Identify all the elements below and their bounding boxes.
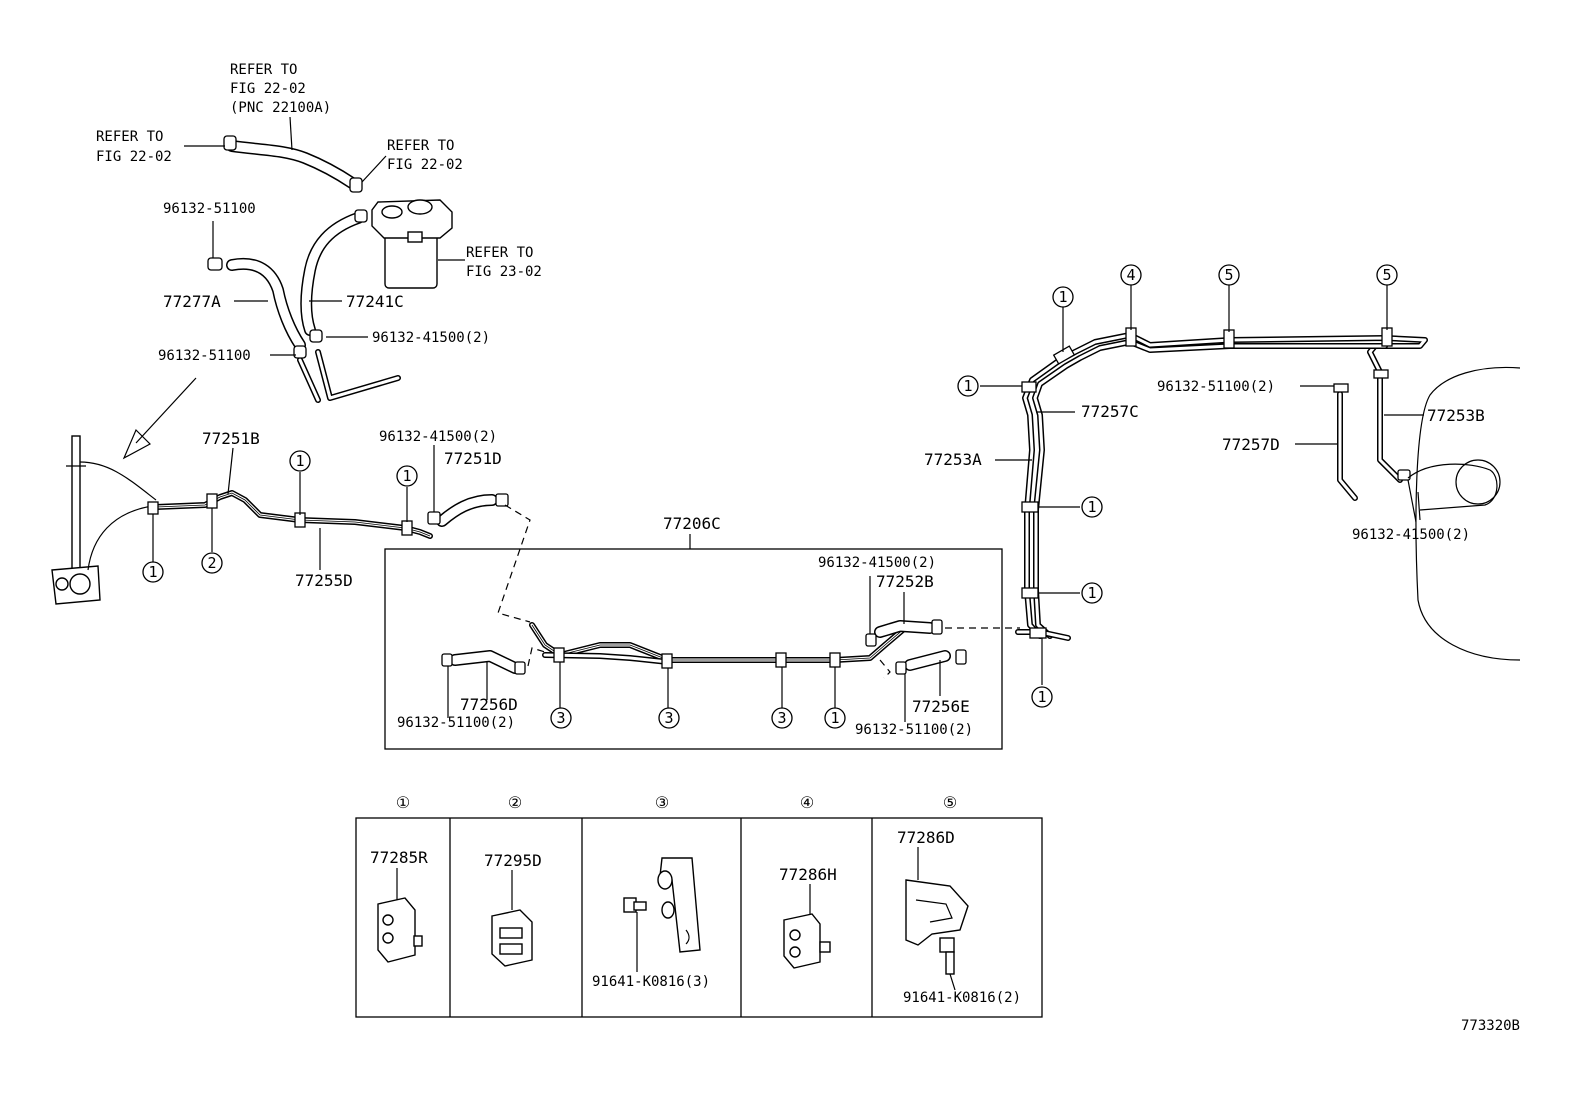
part-77256e: 77256E	[912, 697, 970, 716]
part-96132-51100-2-c: 96132-51100(2)	[1157, 379, 1275, 395]
refer-note-right-line1: REFER TO	[387, 138, 454, 154]
clip-ref-1: 1	[830, 709, 839, 727]
clip-ref-1: 1	[1087, 584, 1096, 602]
refer-note-fig23-line1: REFER TO	[466, 245, 533, 261]
clip-ref-5: 5	[1224, 266, 1233, 284]
clip-legend-table	[355, 817, 1043, 1018]
refer-note-left-line2: FIG 22-02	[96, 149, 172, 165]
canister-assembly	[122, 116, 465, 460]
clip-ref-1: 1	[148, 563, 157, 581]
clip-ref-4: 4	[1126, 266, 1135, 284]
refer-note-pnc-line3: (PNC 22100A)	[230, 100, 331, 116]
right-line-assembly	[980, 285, 1521, 685]
clip-ref-3: 3	[777, 709, 786, 727]
center-line-box	[384, 534, 1020, 750]
part-77252b: 77252B	[876, 572, 934, 591]
refer-note-left-line1: REFER TO	[96, 129, 163, 145]
legend-header-1: ①	[396, 793, 410, 812]
part-77253a: 77253A	[924, 450, 982, 469]
clip-ref-1: 1	[295, 452, 304, 470]
refer-note-pnc-line1: REFER TO	[230, 62, 297, 78]
clip-ref-1: 1	[1037, 688, 1046, 706]
refer-note-pnc-line2: FIG 22-02	[230, 81, 306, 97]
part-96132-41500-2-b: 96132-41500(2)	[379, 429, 497, 445]
legend-screw-91641-k0816-3: 91641-K0816(3)	[592, 974, 710, 990]
clip-ref-3: 3	[664, 709, 673, 727]
clip-77295d-drawing	[491, 870, 533, 967]
clip-77285r-drawing	[377, 868, 423, 963]
part-96132-41500-2-d: 96132-41500(2)	[1352, 527, 1470, 543]
figure-id: 773320B	[1461, 1018, 1520, 1034]
clip-77286d-drawing	[905, 847, 969, 991]
clip-ref-1: 1	[963, 377, 972, 395]
clip-ref-1: 1	[1087, 498, 1096, 516]
legend-part-77286d: 77286D	[897, 828, 955, 847]
refer-note-fig23-line2: FIG 23-02	[466, 264, 542, 280]
part-77257c: 77257C	[1081, 402, 1139, 421]
legend-part-77295d: 77295D	[484, 851, 542, 870]
legend-screw-91641-k0816-2: 91641-K0816(2)	[903, 990, 1021, 1006]
part-96132-51100-2-a: 96132-51100(2)	[397, 715, 515, 731]
part-77241c: 77241C	[346, 292, 404, 311]
clip-ref-2: 2	[207, 554, 216, 572]
clip-ref-1: 1	[1058, 288, 1067, 306]
clip-ref-5: 5	[1382, 266, 1391, 284]
part-77251d: 77251D	[444, 449, 502, 468]
clip-ref-1: 1	[402, 467, 411, 485]
clip-ref-markers: 1 2 1 1 3 3 3 1 1 4 5 5 1 1 1 1	[142, 264, 1398, 729]
clip-3-drawing	[623, 857, 701, 972]
legend-header-4: ④	[800, 793, 814, 812]
refer-note-right-line2: FIG 22-02	[387, 157, 463, 173]
part-77206c: 77206C	[663, 514, 721, 533]
part-77255d: 77255D	[295, 571, 353, 590]
left-line-assembly	[51, 435, 531, 623]
clip-77286h-drawing	[783, 884, 831, 969]
part-96132-51100-2-b: 96132-51100(2)	[855, 722, 973, 738]
legend-header-2: ②	[508, 793, 522, 812]
legend-part-77285r: 77285R	[370, 848, 428, 867]
legend-header-5: ⑤	[943, 793, 957, 812]
part-96132-41500-2-c: 96132-41500(2)	[818, 555, 936, 571]
part-96132-51100-b: 96132-51100	[158, 348, 251, 364]
part-77256d: 77256D	[460, 695, 518, 714]
part-77257d: 77257D	[1222, 435, 1280, 454]
part-96132-41500-2-a: 96132-41500(2)	[372, 330, 490, 346]
part-77251b: 77251B	[202, 429, 260, 448]
legend-header-3: ③	[655, 793, 669, 812]
part-77253b: 77253B	[1427, 406, 1485, 425]
clip-ref-3: 3	[556, 709, 565, 727]
part-96132-51100-a: 96132-51100	[163, 201, 256, 217]
part-77277a: 77277A	[163, 292, 221, 311]
legend-part-77286h: 77286H	[779, 865, 837, 884]
